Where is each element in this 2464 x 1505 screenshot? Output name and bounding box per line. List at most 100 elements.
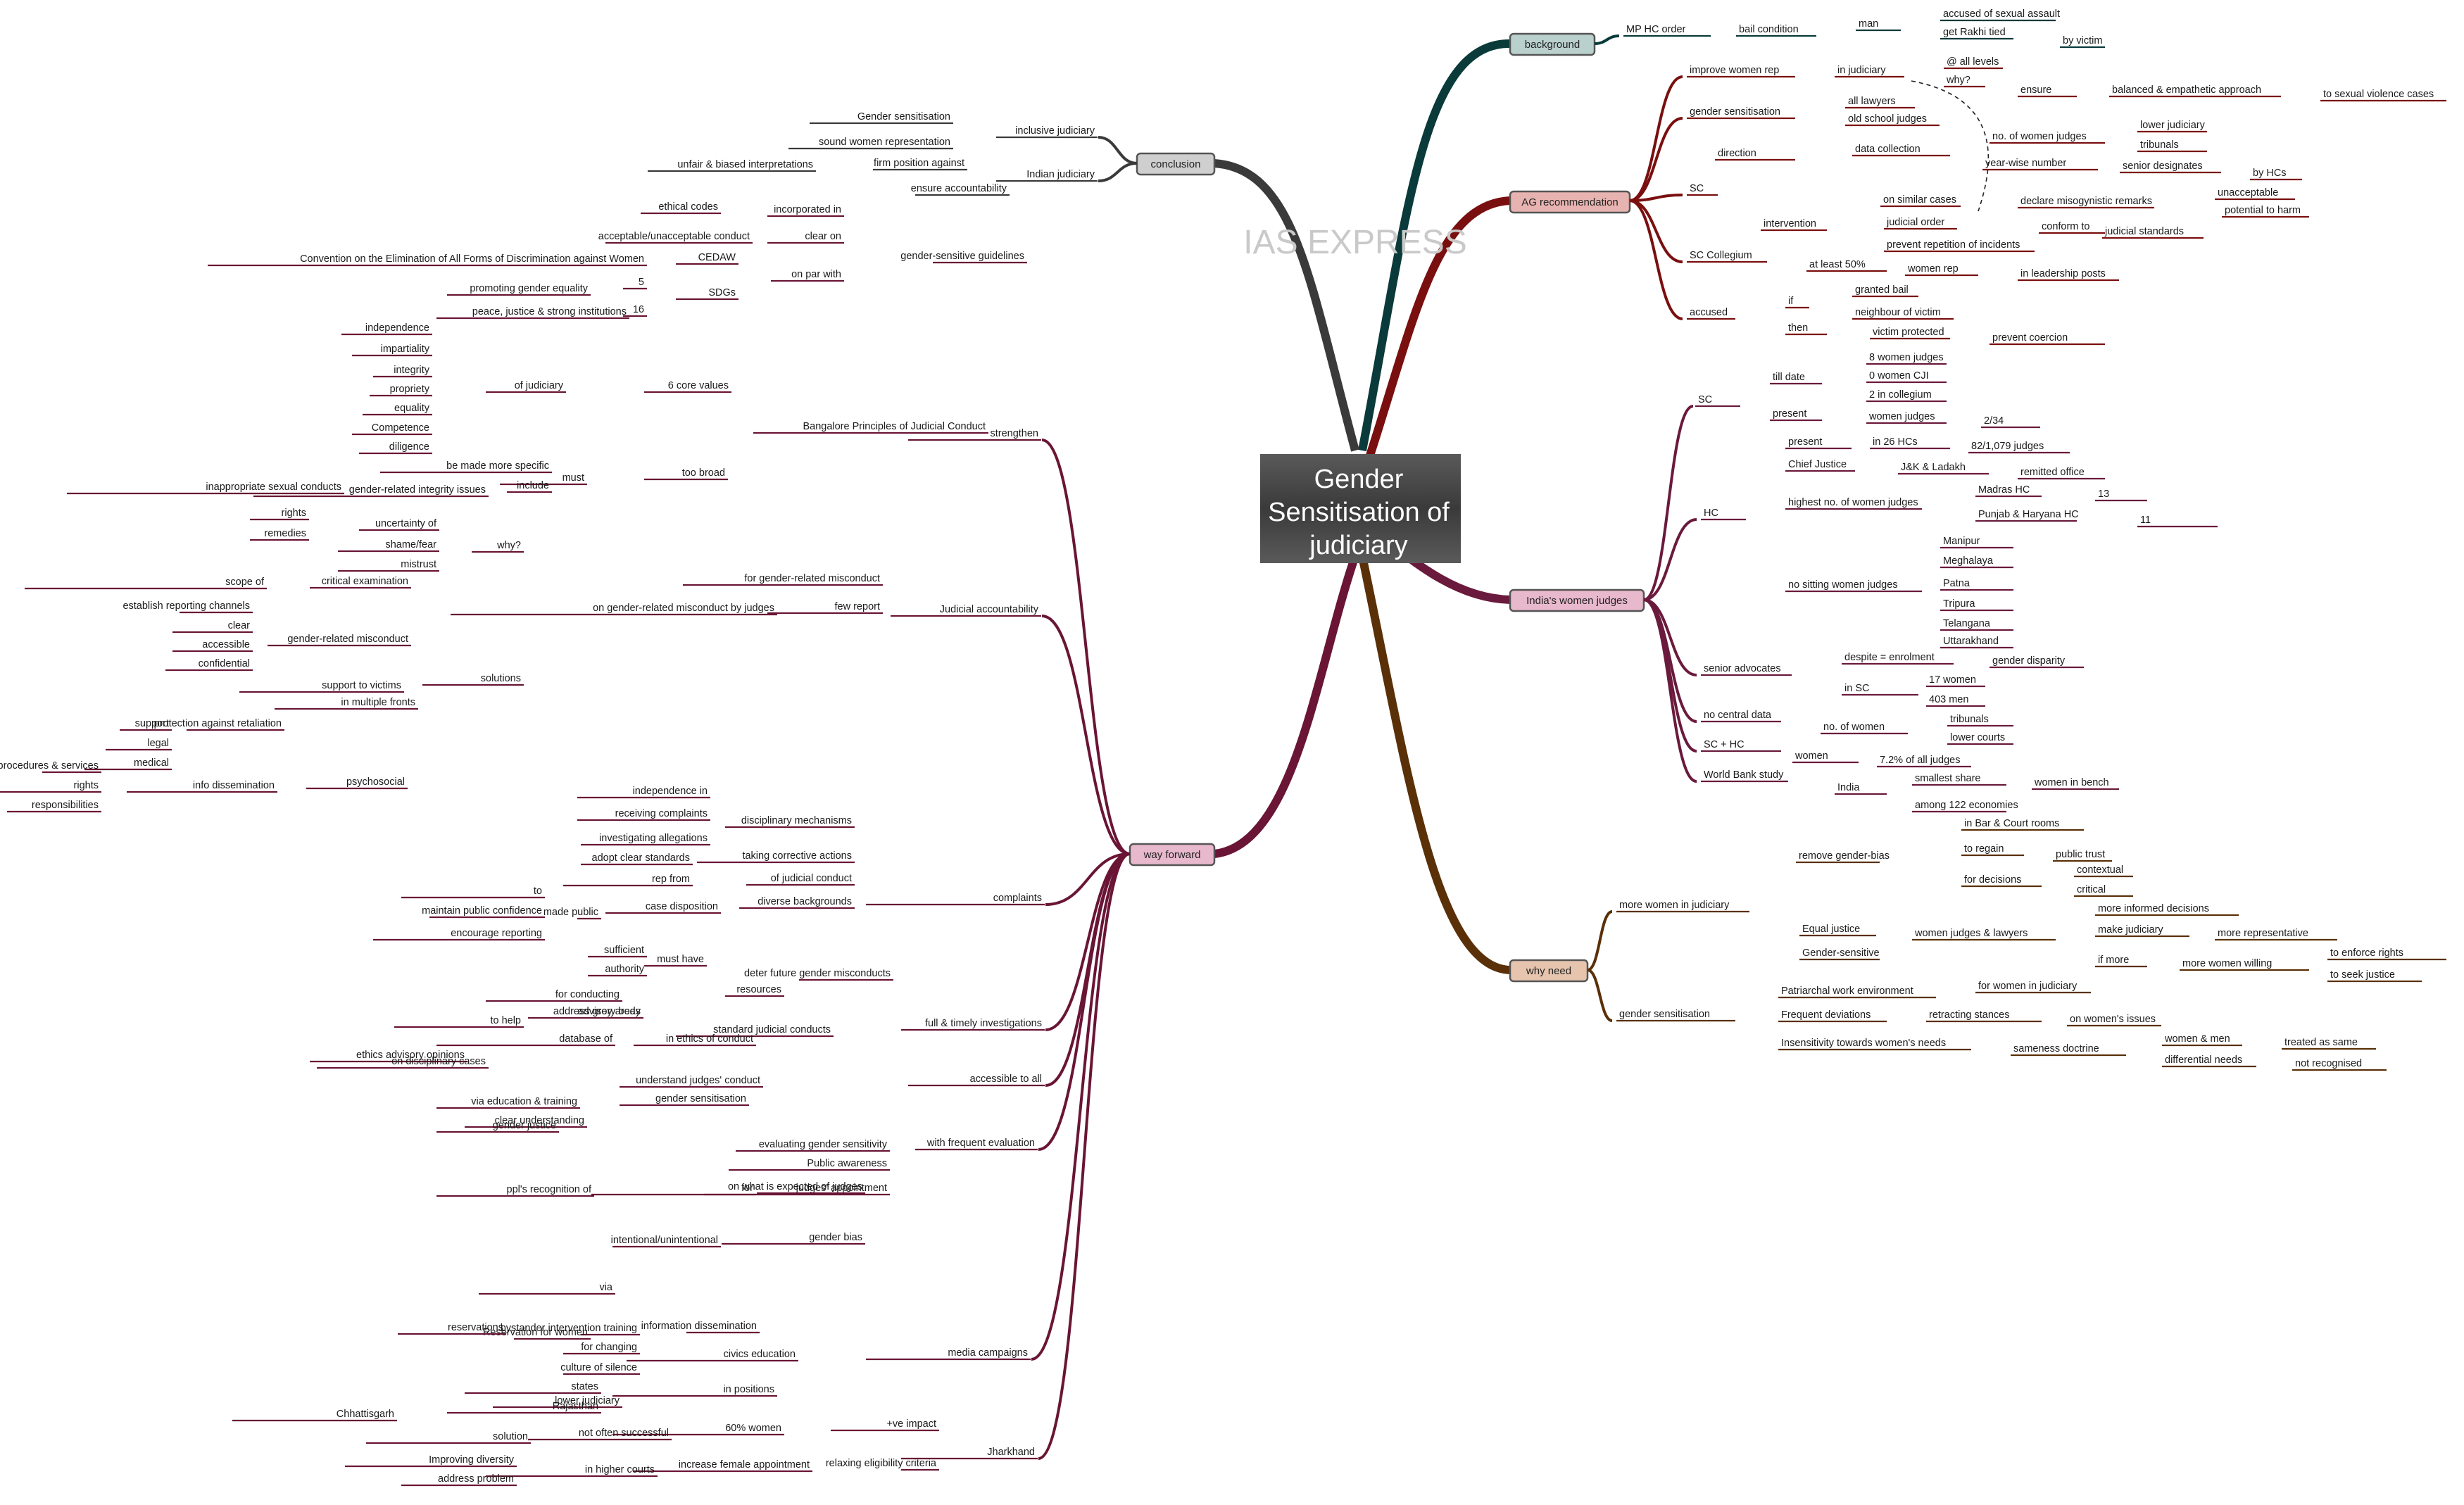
why-topic[interactable]: women & men xyxy=(2162,1033,2242,1047)
women-topic[interactable]: women judges xyxy=(1866,411,1947,424)
why-topic[interactable]: more representative xyxy=(2215,928,2337,941)
women-topic[interactable]: 0 women CJI xyxy=(1866,370,1947,384)
forward-topic[interactable]: for changing xyxy=(563,1342,640,1355)
forward-topic[interactable]: rep from xyxy=(563,874,693,887)
forward-topic[interactable]: Jharkhand xyxy=(901,1447,1038,1460)
why-topic[interactable]: to seek justice xyxy=(2327,969,2422,983)
forward-topic[interactable]: solutions xyxy=(422,673,524,686)
ag-branch-node[interactable]: AG recommendation xyxy=(1509,190,1631,214)
forward-topic[interactable]: medical xyxy=(84,757,172,771)
forward-topic[interactable]: gender sensitisation xyxy=(620,1093,749,1107)
why-topic[interactable]: Gender-sensitive xyxy=(1799,947,1880,961)
women-topic[interactable]: 2/34 xyxy=(1981,415,2040,429)
conclusion-topic[interactable]: Indian judiciary xyxy=(996,169,1098,182)
forward-topic[interactable]: increase female appointment xyxy=(634,1459,812,1473)
conclusion-topic[interactable]: firm position against xyxy=(873,158,967,171)
conclusion-topic[interactable]: unfair & biased interpretations xyxy=(648,159,816,172)
why-topic[interactable]: for decisions xyxy=(1961,874,2042,888)
forward-topic[interactable]: understand judges' conduct xyxy=(620,1075,763,1088)
forward-topic[interactable]: in positions xyxy=(612,1384,777,1397)
forward-topic[interactable]: address grey areas xyxy=(528,1006,643,1019)
forward-topic[interactable]: must have xyxy=(644,954,707,967)
forward-topic[interactable]: critical examination xyxy=(310,576,411,589)
ag-topic[interactable]: all lawyers xyxy=(1845,96,1915,109)
ag-topic[interactable]: conform to xyxy=(2039,221,2105,234)
forward-topic[interactable]: information dissemination xyxy=(641,1321,760,1334)
forward-topic[interactable]: disciplinary mechanisms xyxy=(725,815,855,829)
forward-topic[interactable]: CEDAW xyxy=(676,252,738,265)
ag-topic[interactable]: women rep xyxy=(1905,263,1978,277)
forward-topic[interactable]: adopt clear standards xyxy=(581,852,693,866)
women-topic[interactable]: 11 xyxy=(2137,515,2218,528)
women-topic[interactable]: present xyxy=(1785,436,1852,450)
forward-topic[interactable]: solution xyxy=(366,1431,531,1444)
ag-topic[interactable]: SC Collegium xyxy=(1687,250,1767,263)
forward-topic[interactable]: establish reporting channels xyxy=(122,600,253,614)
background-topic[interactable]: get Rakhi tied xyxy=(1940,27,2013,40)
forward-topic[interactable]: in multiple fronts xyxy=(275,697,418,710)
forward-topic[interactable]: promoting gender equality xyxy=(447,283,591,296)
forward-topic[interactable]: impartiality xyxy=(352,344,432,357)
forward-topic[interactable]: support xyxy=(120,718,172,731)
women-topic[interactable]: Chief Justice xyxy=(1785,459,1855,472)
women-topic[interactable]: Patna xyxy=(1940,578,2013,591)
ag-topic[interactable]: judicial standards xyxy=(2102,226,2204,239)
women-topic[interactable]: India xyxy=(1835,782,1887,795)
women-topic[interactable]: World Bank study xyxy=(1701,769,1788,783)
ag-topic[interactable]: prevent repetition of incidents xyxy=(1884,239,2035,253)
forward-topic[interactable]: gender justice xyxy=(436,1120,559,1133)
forward-topic[interactable]: on what is expected of judges xyxy=(728,1181,865,1195)
why-topic[interactable]: differential needs xyxy=(2162,1054,2256,1068)
women-topic[interactable]: senior advocates xyxy=(1701,663,1792,676)
ag-topic[interactable]: then xyxy=(1785,322,1827,336)
forward-topic[interactable]: diligence xyxy=(359,441,432,455)
forward-topic[interactable]: via xyxy=(479,1282,615,1295)
forward-topic[interactable]: rights xyxy=(250,508,309,521)
forward-topic[interactable]: inappropriate sexual conducts xyxy=(67,481,344,495)
forward-topic[interactable]: gender-related integrity issues xyxy=(253,484,489,498)
forward-topic[interactable]: resources xyxy=(725,984,784,997)
ag-topic[interactable]: ensure xyxy=(2018,84,2077,98)
forward-topic[interactable]: case disposition xyxy=(605,901,721,914)
women-topic[interactable]: present xyxy=(1770,408,1822,422)
forward-topic[interactable]: taking corrective actions xyxy=(697,850,855,864)
ag-topic[interactable]: victim protected xyxy=(1870,327,1950,340)
forward-topic[interactable]: of judicial conduct xyxy=(746,873,855,886)
ag-topic[interactable]: judicial order xyxy=(1884,217,1957,230)
women-topic[interactable]: despite = enrolment xyxy=(1842,652,1954,665)
women-topic[interactable]: women xyxy=(1792,750,1859,764)
women-topic[interactable]: in SC xyxy=(1842,683,1918,696)
forward-topic[interactable]: for conducting xyxy=(486,989,622,1002)
why-topic[interactable]: contextual xyxy=(2074,864,2133,878)
forward-topic[interactable]: support to victims xyxy=(239,680,404,693)
why-topic[interactable]: make judiciary xyxy=(2095,924,2189,938)
ag-topic[interactable]: gender sensitisation xyxy=(1687,106,1795,120)
why-topic[interactable]: not recognised xyxy=(2292,1058,2387,1071)
why-topic[interactable]: remove gender-bias xyxy=(1796,850,1890,864)
forward-topic[interactable]: gender bias xyxy=(722,1232,865,1245)
forward-topic[interactable]: in higher courts xyxy=(486,1464,658,1478)
forward-topic[interactable]: acceptable/unacceptable conduct xyxy=(598,231,753,244)
forward-topic[interactable]: to xyxy=(401,886,545,899)
background-topic[interactable]: man xyxy=(1856,18,1901,32)
forward-topic[interactable]: protection against retaliation xyxy=(154,718,284,731)
forward-topic[interactable]: Convention on the Elimination of All For… xyxy=(208,253,647,267)
why-topic[interactable]: treated as same xyxy=(2282,1037,2376,1050)
background-topic[interactable]: MP HC order xyxy=(1623,24,1711,37)
why-topic[interactable]: on women's issues xyxy=(2067,1014,2161,1027)
women-topic[interactable]: till date xyxy=(1770,372,1822,385)
why-topic[interactable]: retracting stances xyxy=(1926,1009,2042,1023)
ag-topic[interactable]: intervention xyxy=(1761,218,1827,232)
forward-topic[interactable]: independence in xyxy=(577,786,710,799)
women-topic[interactable]: highest no. of women judges xyxy=(1785,497,1922,510)
forward-topic[interactable]: independence xyxy=(341,322,432,336)
ag-topic[interactable]: in judiciary xyxy=(1835,65,1904,78)
forward-topic[interactable]: Competence xyxy=(352,422,432,436)
women-topic[interactable]: 2 in collegium xyxy=(1866,389,1947,403)
women-topic[interactable]: Meghalaya xyxy=(1940,555,2013,569)
forward-topic[interactable]: maintain public confidence xyxy=(422,905,545,919)
ag-topic[interactable]: direction xyxy=(1715,148,1795,161)
why-topic[interactable]: for women in judiciary xyxy=(1975,981,2091,994)
forward-topic[interactable]: intentional/unintentional xyxy=(611,1235,721,1248)
forward-topic[interactable]: ppl's recognition of xyxy=(436,1184,594,1197)
